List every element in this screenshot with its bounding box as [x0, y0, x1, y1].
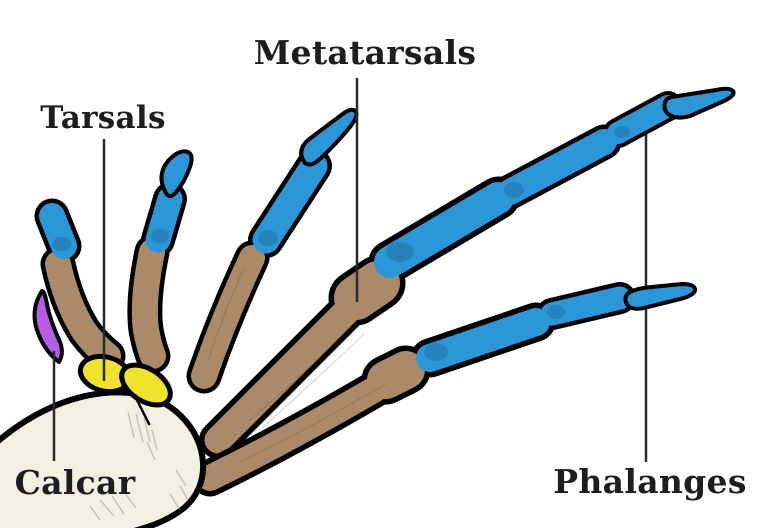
- limb-bone-body: [0, 389, 207, 528]
- digit-5: [191, 282, 698, 497]
- digit-4-phalanx-tip: [662, 86, 736, 120]
- digit-1-metatarsal: [45, 251, 121, 369]
- digit-2-phalanx: [145, 186, 183, 253]
- limb-bone-hatching: [89, 411, 189, 521]
- digit-4-phalanx-2: [497, 129, 617, 205]
- limb-bone: [0, 389, 207, 528]
- digit-4: [199, 86, 736, 459]
- tarsal-bone-2: [119, 362, 173, 408]
- phalanges-label: Phalanges: [553, 462, 747, 501]
- tarsals-label: Tarsals: [40, 100, 166, 136]
- digit-1-phalanx: [39, 203, 77, 259]
- digit-4-phalanx-3: [607, 95, 679, 144]
- digit-5-phalanx-1: [416, 308, 550, 372]
- digit-3-phalanx: [252, 152, 328, 254]
- digit-5-phalanx-2: [540, 286, 632, 326]
- digit-3: [186, 107, 359, 394]
- calcar-bone: [32, 289, 64, 364]
- digit-2: [127, 149, 194, 374]
- digit-2-phalanx-tip: [159, 149, 194, 198]
- calcar-label: Calcar: [14, 463, 136, 502]
- digit-2-metatarsal: [131, 239, 166, 369]
- digit-4-phalanx-1: [374, 182, 514, 278]
- digit-1: [34, 198, 126, 374]
- digit-3-metatarsal: [191, 245, 265, 389]
- metatarsals-label: Metatarsals: [253, 33, 477, 72]
- digit-5-phalanx-tip: [623, 282, 698, 311]
